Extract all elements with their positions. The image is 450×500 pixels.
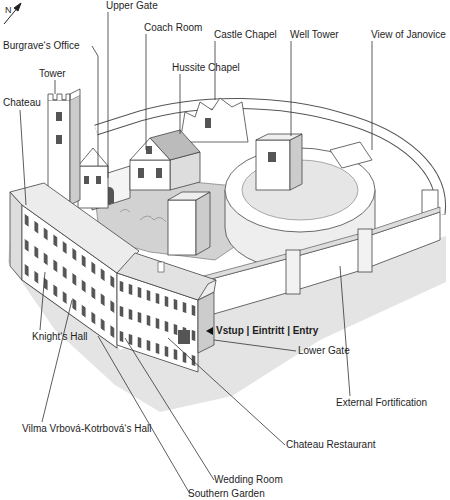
entry-door	[178, 330, 190, 344]
chapel-gable	[130, 138, 170, 160]
leader-line	[92, 46, 98, 166]
leader-line	[98, 336, 190, 494]
well-tower-side	[290, 134, 302, 190]
gatehouse-roof	[198, 280, 216, 300]
gatehouse-side	[198, 292, 214, 353]
part-label: Vilma Vrbová-Kotrbová‘s Hall	[22, 423, 152, 435]
gable-window	[146, 146, 152, 154]
compass-head	[14, 3, 21, 11]
ruin-window	[205, 118, 211, 128]
leader-line	[42, 300, 72, 422]
leader-line	[40, 272, 45, 330]
part-label: Chateau	[3, 97, 41, 109]
part-label: Upper Gate	[106, 0, 158, 12]
entry-arrow	[206, 327, 213, 335]
leader-line	[108, 12, 109, 178]
bastion-tower-front	[168, 200, 196, 255]
leader-lines	[20, 12, 372, 494]
part-label: Lower Gate	[298, 345, 350, 357]
office-gable	[78, 148, 108, 166]
bastion-tower-side	[196, 192, 210, 255]
wall-tower	[286, 250, 300, 294]
chapel-window	[138, 168, 144, 178]
wall-walk	[200, 207, 440, 282]
part-label: Knight‘s Hall	[32, 331, 88, 343]
tower-window	[56, 112, 62, 121]
office-front	[78, 166, 108, 208]
part-label: Coach Room	[144, 22, 202, 34]
part-label: Vstup | Eintritt | Entry	[216, 325, 318, 337]
part-label: Well Tower	[290, 29, 339, 41]
part-label: Tower	[39, 68, 66, 80]
part-label: Hussite Chapel	[172, 62, 240, 74]
part-label: Burgrave‘s Office	[3, 40, 80, 52]
tower-side	[70, 95, 80, 205]
tower-window	[56, 135, 62, 144]
chimney	[158, 262, 164, 272]
part-label: Wedding Room	[214, 474, 283, 486]
leader-line	[146, 34, 147, 150]
part-label: External Fortification	[336, 397, 427, 409]
battlements	[48, 89, 80, 100]
chateau-roof	[10, 183, 139, 273]
chapel-front	[130, 160, 170, 190]
chapel-window	[156, 168, 162, 178]
restaurant-roof	[117, 253, 216, 300]
tower-window	[268, 152, 276, 162]
compass	[4, 3, 21, 24]
office-window	[96, 176, 101, 184]
chateau-end-wall	[10, 192, 22, 280]
part-label: Chateau Restaurant	[286, 439, 376, 451]
leader-line	[168, 338, 285, 445]
part-label: View of Janovice	[371, 29, 446, 41]
wall-tower	[358, 229, 372, 272]
view-platform	[330, 142, 372, 168]
leader-line	[340, 266, 350, 396]
office-window	[84, 176, 89, 184]
leader-line	[55, 80, 56, 94]
leader-line	[372, 41, 373, 150]
leader-line	[20, 110, 26, 205]
compass-letter: N	[5, 4, 12, 16]
leader-line	[180, 74, 181, 134]
part-label: Southern Garden	[188, 488, 265, 500]
well-tower-top	[256, 134, 302, 140]
part-label: Castle Chapel	[214, 29, 277, 41]
chapel-ruin	[180, 98, 248, 142]
leader-line	[214, 340, 296, 351]
leader-line	[291, 41, 292, 136]
bastion-tower-top	[168, 192, 210, 200]
well-tower-front	[256, 140, 290, 190]
